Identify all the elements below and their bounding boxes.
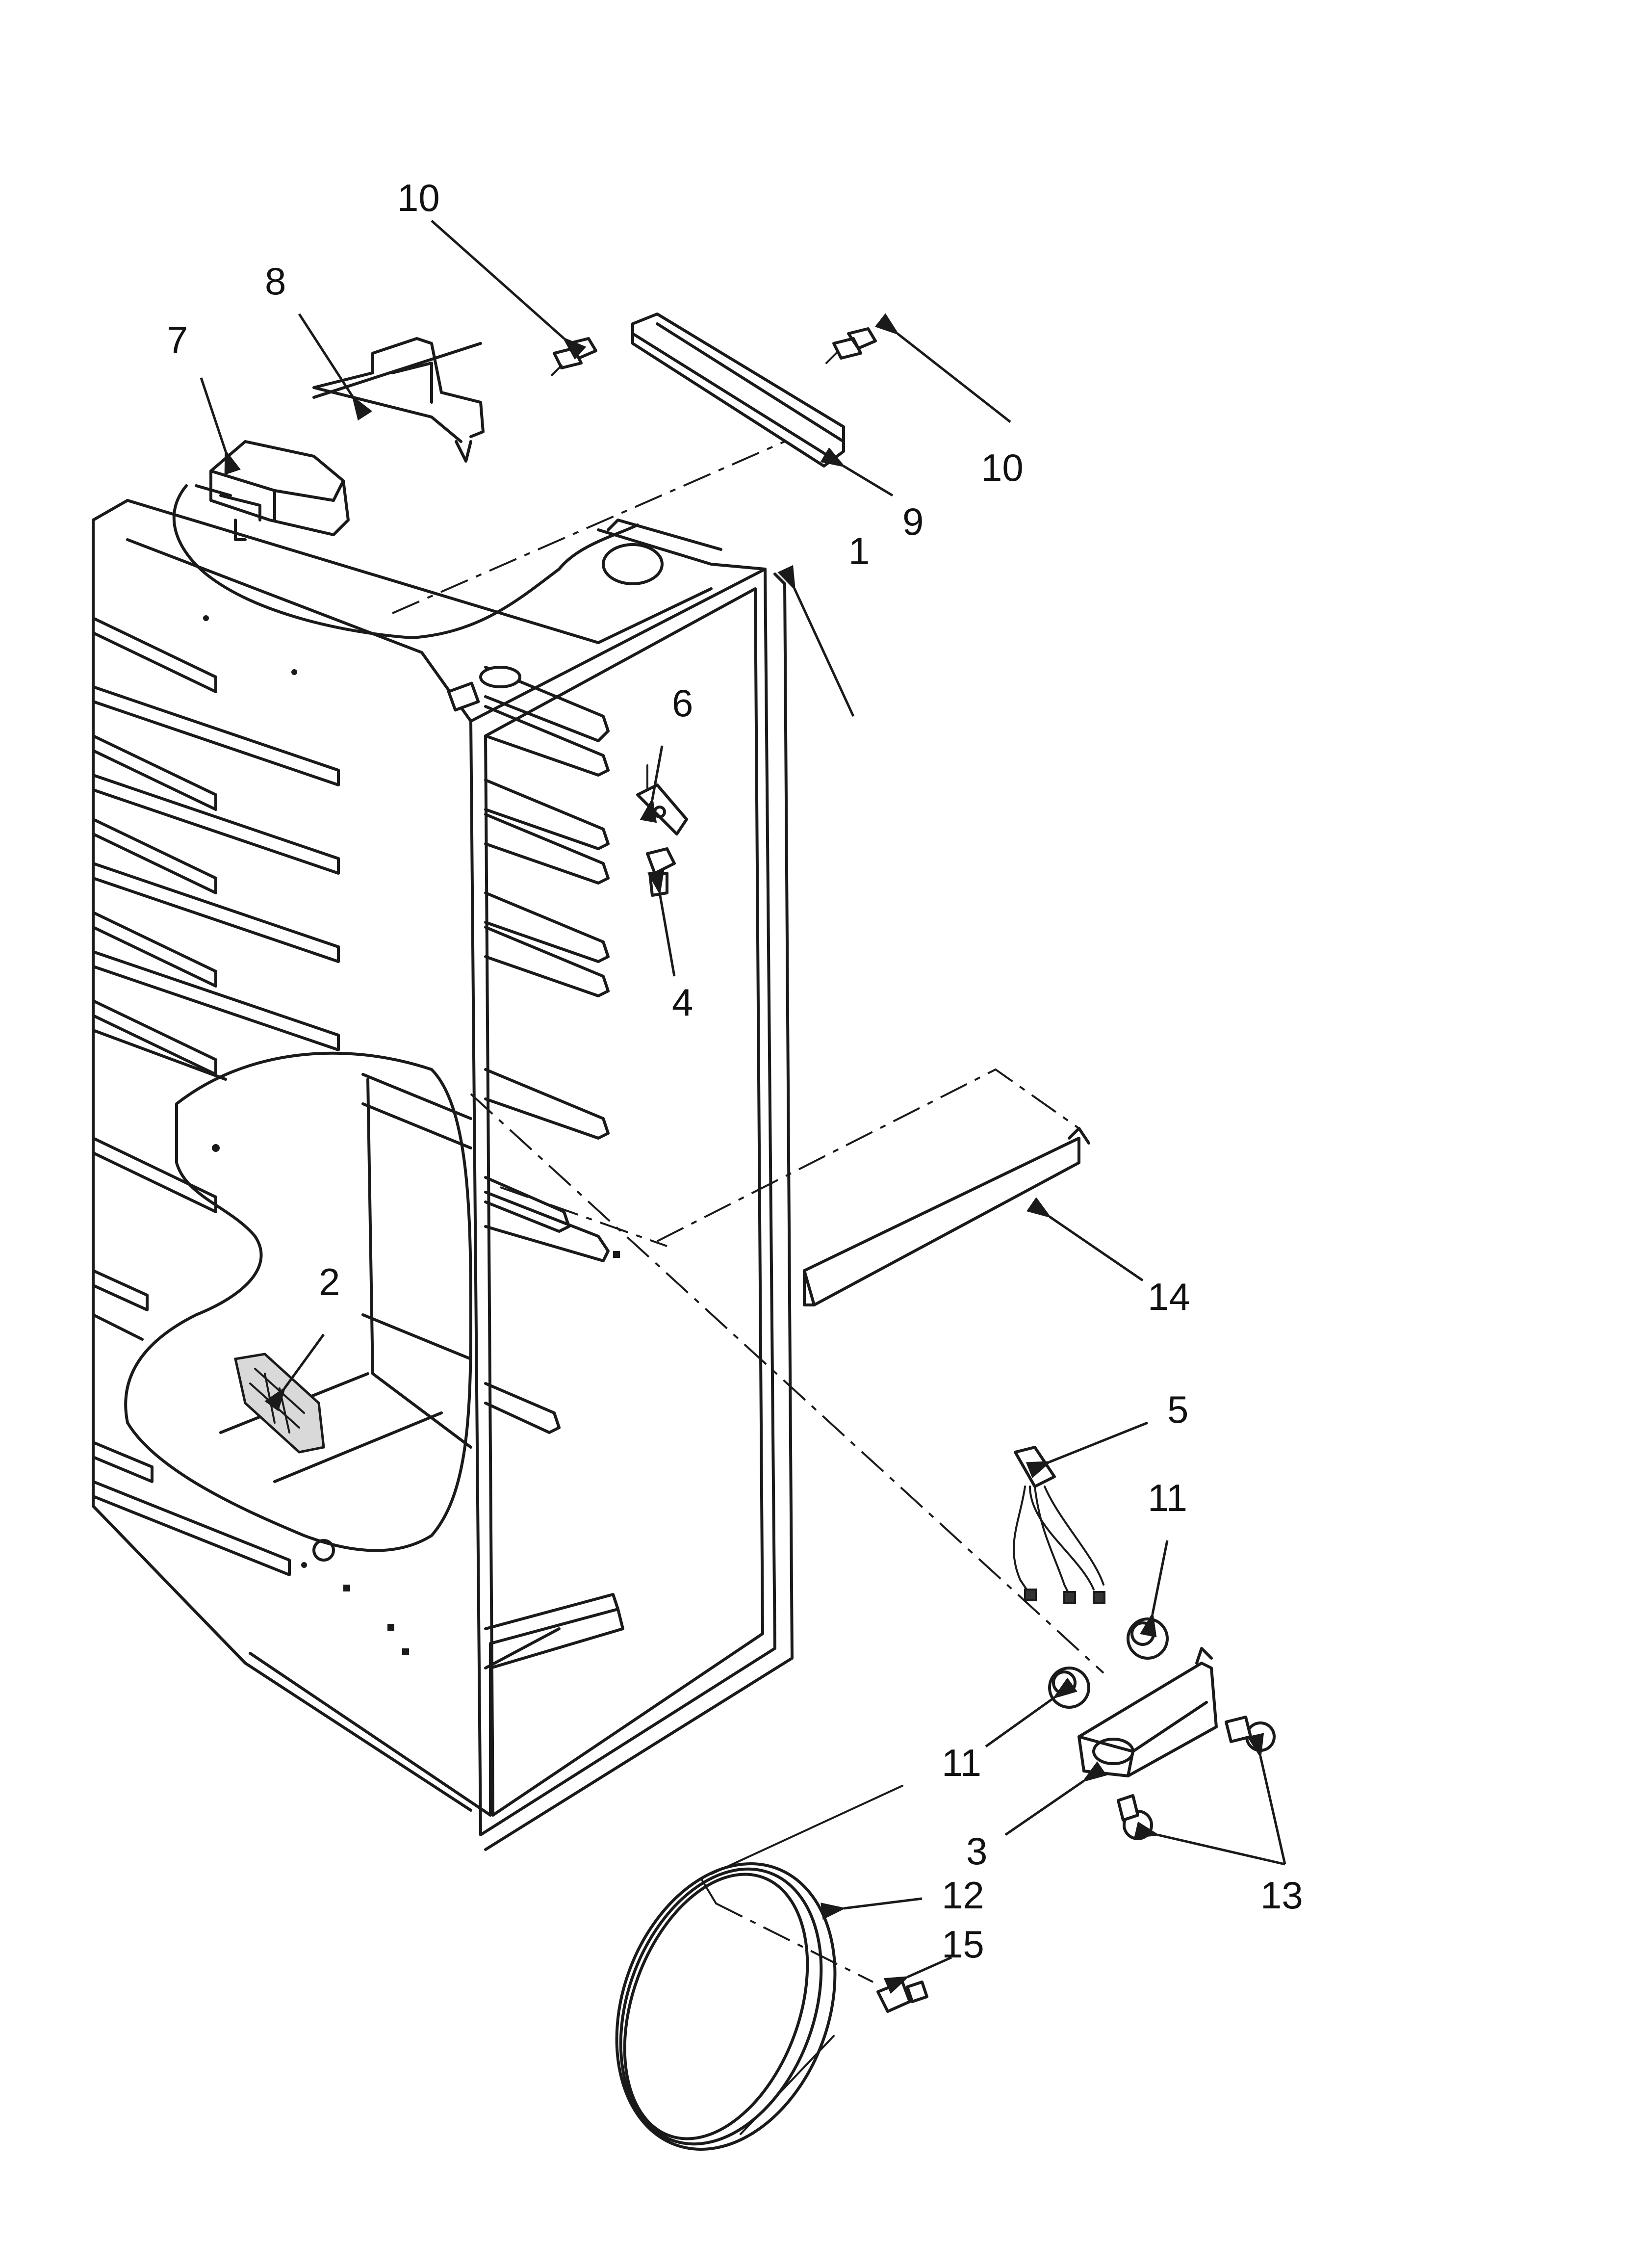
callout-9: 9 xyxy=(902,500,924,543)
leader-lines xyxy=(200,220,1286,1994)
callout-12: 12 xyxy=(942,1874,984,1917)
push-pin-13-lower xyxy=(1117,1794,1153,1840)
callout-5: 5 xyxy=(1167,1388,1188,1431)
callout-15: 15 xyxy=(942,1923,984,1966)
top-trim-strip xyxy=(631,313,845,468)
screw-10-left xyxy=(551,337,597,376)
control-housing xyxy=(195,440,350,541)
cabinet-liner xyxy=(92,484,794,1851)
grommet-11-upper xyxy=(1127,1617,1169,1660)
vent-grille xyxy=(233,1353,325,1454)
callout-11-lower: 11 xyxy=(942,1741,981,1784)
callout-6: 6 xyxy=(672,681,693,725)
callout-3: 3 xyxy=(966,1829,987,1873)
screw-10-right xyxy=(825,327,877,364)
cover-panel-14 xyxy=(657,1068,1090,1306)
push-pin-13-upper xyxy=(1225,1716,1276,1752)
callout-13: 13 xyxy=(1260,1874,1303,1917)
callout-7: 7 xyxy=(167,318,188,362)
callout-10-upper: 10 xyxy=(397,176,440,219)
callout-labels: 1 2 3 4 5 6 7 8 9 10 10 11 11 12 13 14 1… xyxy=(167,176,1303,1966)
callout-11-upper: 11 xyxy=(1148,1476,1187,1519)
callout-4: 4 xyxy=(672,981,693,1024)
clip-6 xyxy=(636,764,688,835)
callout-1: 1 xyxy=(848,529,870,573)
screw-15 xyxy=(876,1981,928,2013)
mounting-bracket xyxy=(312,337,485,463)
grommet-11-lower xyxy=(1048,1667,1090,1709)
callout-2: 2 xyxy=(319,1260,340,1303)
alignment-lines xyxy=(392,441,785,1247)
wire-harness-5 xyxy=(1013,1446,1105,1604)
callout-10-right: 10 xyxy=(981,446,1024,489)
callout-8: 8 xyxy=(265,260,286,303)
water-tube-12 xyxy=(615,1785,903,2151)
callout-14: 14 xyxy=(1148,1275,1190,1318)
